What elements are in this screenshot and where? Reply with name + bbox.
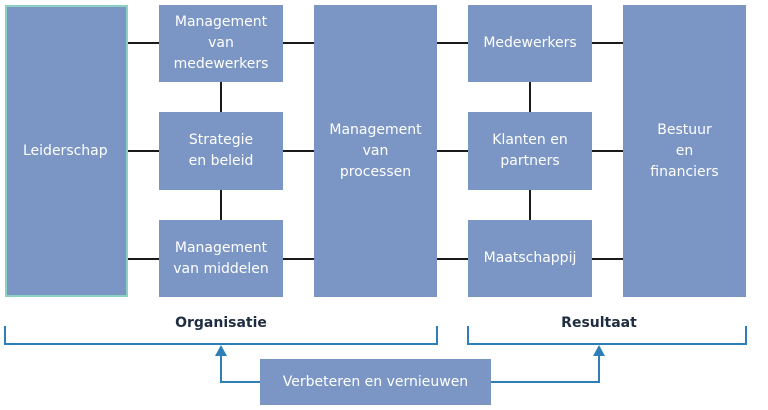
- box-bestuur-financiers: Bestuur en financiers: [623, 5, 746, 297]
- box-label: Management van medewerkers: [173, 14, 269, 72]
- box-verbeteren-vernieuwen: Verbeteren en vernieuwen: [260, 359, 491, 405]
- connectors: [128, 42, 623, 260]
- box-label: Bestuur en financiers: [650, 121, 719, 180]
- box-label: Verbeteren en vernieuwen: [282, 373, 469, 390]
- box-label: Management van processen: [329, 121, 422, 180]
- box-label: Maatschappij: [483, 250, 577, 266]
- organisatie-label: Organisatie: [175, 315, 267, 331]
- organisatie-bracket: [4, 326, 438, 345]
- brackets: [4, 326, 747, 383]
- feedback-arrow-left: [220, 348, 262, 383]
- arrow-heads: [215, 345, 605, 356]
- box-management-processen: Management van processen: [314, 5, 437, 297]
- arrow-up-icon: [593, 345, 605, 356]
- feedback-arrow-right: [491, 348, 600, 383]
- box-label: Management van middelen: [173, 239, 269, 277]
- box-label: Strategie en beleid: [188, 132, 254, 169]
- box-label: Klanten en partners: [492, 132, 568, 169]
- box-label: Medewerkers: [483, 35, 577, 51]
- box-maatschappij: Maatschappij: [468, 220, 592, 297]
- box-label: Leiderschap: [23, 142, 108, 159]
- resultaat-label: Resultaat: [561, 315, 637, 331]
- box-management-middelen: Management van middelen: [159, 220, 283, 297]
- box-strategie-beleid: Strategie en beleid: [159, 112, 283, 190]
- box-management-medewerkers: Management van medewerkers: [159, 5, 283, 82]
- arrow-up-icon: [215, 345, 227, 356]
- resultaat-bracket: [467, 326, 747, 345]
- box-leiderschap: Leiderschap: [5, 5, 128, 297]
- box-medewerkers: Medewerkers: [468, 5, 592, 82]
- box-klanten-partners: Klanten en partners: [468, 112, 592, 190]
